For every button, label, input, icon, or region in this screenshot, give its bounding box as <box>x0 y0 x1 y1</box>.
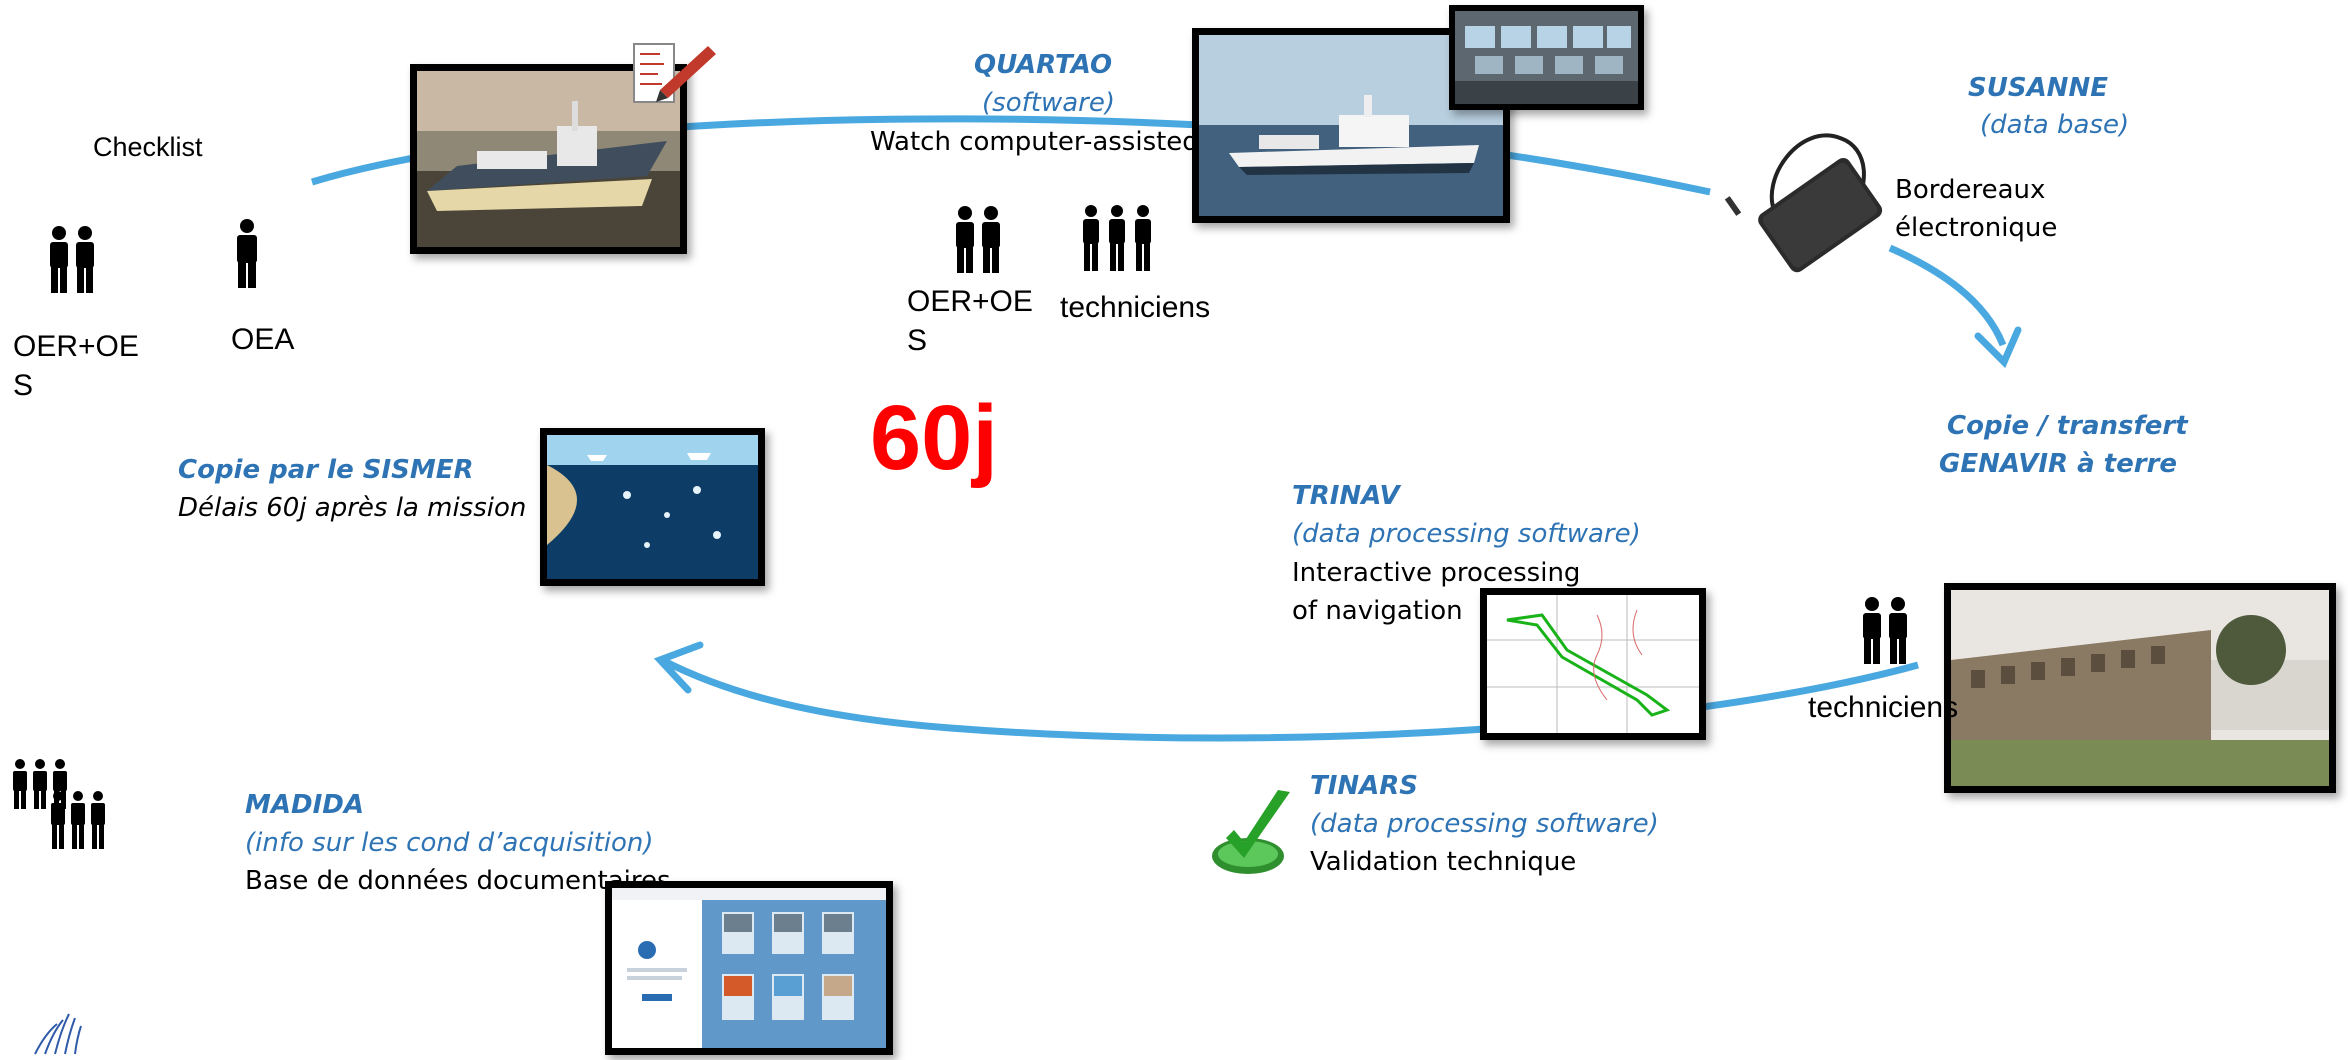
crowd-icon <box>8 758 110 853</box>
bottom-arc-arrow <box>660 656 1919 742</box>
shore-building-photo <box>1944 583 2336 793</box>
madida-subtitle: (info sur les cond d’acquisition) <box>245 828 654 858</box>
person-icon <box>230 218 264 290</box>
sismer-logo-icon <box>30 1010 120 1060</box>
trinav-title: TRINAV <box>1292 481 1400 511</box>
susanne-subtitle: (data base) <box>1980 110 2130 140</box>
tinars-desc: Validation technique <box>1310 847 1577 877</box>
checklist-label: Checklist <box>93 132 203 162</box>
oea-label: OEA <box>231 323 295 356</box>
susanne-title: SUSANNE <box>1968 73 2108 103</box>
three-people-icon <box>1078 203 1156 273</box>
transfer-line2: GENAVIR à terre <box>1939 449 2178 479</box>
madida-website-screenshot <box>605 881 893 1055</box>
quartao-desc: Watch computer-assisted <box>870 127 1199 157</box>
susanne-desc-line2: électronique <box>1895 213 2058 243</box>
transfer-line1: Copie / transfert <box>1947 411 2188 441</box>
tinars-subtitle: (data processing software) <box>1310 809 1659 839</box>
quartao-title: QUARTAO <box>974 50 1113 80</box>
trinav-desc-line2: of navigation <box>1292 596 1463 626</box>
techniciens-label-center: techniciens <box>1060 291 1211 324</box>
delay-60j: 60j <box>870 387 998 489</box>
quartao-subtitle: (software) <box>982 88 1115 118</box>
approved-check-icon <box>1208 786 1298 889</box>
checklist-pen-icon <box>630 40 718 113</box>
trinav-desc-line1: Interactive processing <box>1292 558 1581 588</box>
oer-oes-label-left: OER+OE S <box>13 330 139 402</box>
susanne-desc-line1: Bordereaux <box>1895 175 2046 205</box>
two-people-icon <box>948 205 1008 275</box>
two-people-icon <box>42 225 102 295</box>
two-people-icon <box>1855 596 1915 666</box>
madida-title: MADIDA <box>245 790 364 820</box>
ocean-map-photo <box>540 428 765 586</box>
control-room-photo <box>1449 5 1644 110</box>
trinav-subtitle: (data processing software) <box>1292 519 1641 549</box>
external-drive-icon <box>1720 118 1890 293</box>
techniciens-label-shore: techniciens <box>1808 691 1959 724</box>
sismer-title: Copie par le SISMER <box>178 455 474 485</box>
oer-oes-label-center: OER+OE S <box>907 285 1033 357</box>
right-down-arrow <box>1888 244 2007 347</box>
tinars-title: TINARS <box>1310 771 1419 801</box>
sismer-desc: Délais 60j après la mission <box>178 493 527 523</box>
madida-desc: Base de données documentaires <box>245 866 671 896</box>
navigation-track-plot <box>1480 588 1706 740</box>
research-vessel-photo <box>1192 28 1510 223</box>
ship-photo <box>410 64 687 254</box>
